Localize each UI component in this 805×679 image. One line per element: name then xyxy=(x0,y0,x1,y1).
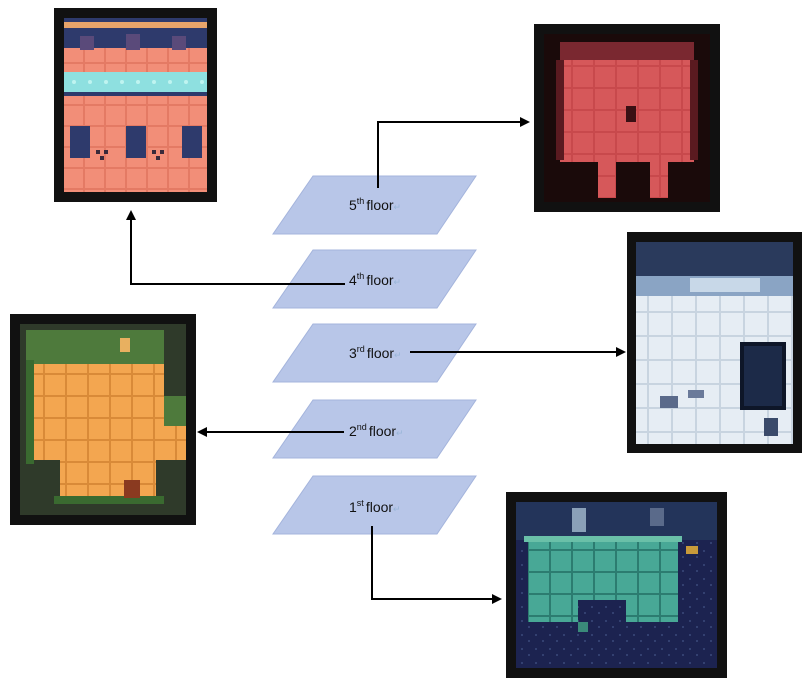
arrow-floor-1 xyxy=(371,526,502,604)
arrow-floor-5 xyxy=(377,117,530,188)
map-floor-2 xyxy=(10,314,196,525)
arrow-floor-4 xyxy=(126,210,345,285)
plane-floor-4 xyxy=(272,249,477,309)
arrows xyxy=(126,117,626,604)
map-floor-3 xyxy=(627,232,802,453)
plane-floor-1 xyxy=(272,475,477,535)
map-floor-1 xyxy=(506,492,727,678)
plane-floor-5 xyxy=(272,175,477,235)
map-floor-5 xyxy=(534,24,720,212)
floor-planes xyxy=(272,175,477,535)
plane-floor-3 xyxy=(272,323,477,383)
map-floor-4 xyxy=(54,8,217,202)
plane-floor-2 xyxy=(272,399,477,459)
